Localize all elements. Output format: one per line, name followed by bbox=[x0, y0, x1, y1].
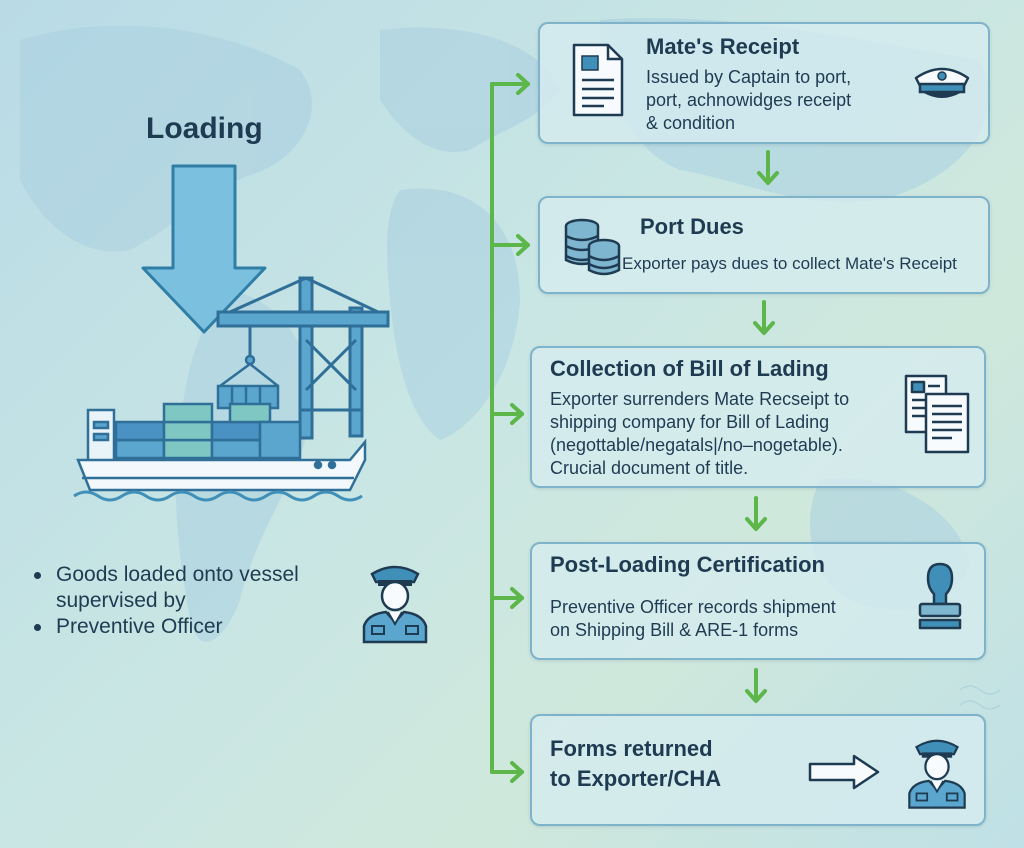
captain-cap-icon bbox=[914, 67, 970, 98]
ship-loading-illustration bbox=[73, 164, 390, 502]
coins-icon bbox=[564, 218, 621, 276]
step-title: Port Dues bbox=[640, 214, 744, 239]
water-waves bbox=[73, 490, 363, 502]
documents-icon bbox=[904, 374, 970, 454]
arrow-right-icon bbox=[808, 754, 880, 790]
step-card-forms-returned: Forms returned to Exporter/CHA bbox=[530, 714, 986, 826]
step-card-post-loading-certification: Post-Loading Certification Preventive Of… bbox=[530, 542, 986, 660]
crane-icon bbox=[216, 276, 390, 440]
bullet-dot-icon bbox=[34, 624, 41, 631]
loading-bullets: Goods loaded onto vessel supervised by P… bbox=[30, 562, 360, 640]
bullet-item: Preventive Officer bbox=[30, 614, 360, 640]
officer-icon bbox=[908, 739, 966, 809]
step-description: Exporter surrenders Mate Recseipt to shi… bbox=[550, 389, 850, 478]
bullet-item: Goods loaded onto vessel bbox=[30, 562, 360, 588]
step-title: Forms returned to Exporter/CHA bbox=[550, 736, 722, 791]
step-description: Issued by Captain to port, port, achnowi… bbox=[646, 67, 852, 133]
step-title: Post-Loading Certification bbox=[550, 552, 825, 577]
step-card-bill-of-lading: Collection of Bill of Lading Exporter su… bbox=[530, 346, 986, 488]
step-title: Collection of Bill of Lading bbox=[550, 356, 829, 381]
step-card-mates-receipt: Mate's Receipt Issued by Captain to port… bbox=[538, 22, 990, 144]
bullet-dot-icon bbox=[34, 572, 41, 579]
down-arrow-icon bbox=[141, 164, 267, 334]
bullet-item-continuation: supervised by bbox=[56, 589, 186, 612]
hanging-container-icon bbox=[216, 354, 280, 410]
step-title: Mate's Receipt bbox=[646, 34, 800, 59]
officer-icon bbox=[362, 565, 428, 644]
document-icon bbox=[572, 43, 624, 117]
step-card-port-dues: Port Dues Exporter pays dues to collect … bbox=[538, 196, 990, 294]
stamp-icon bbox=[918, 562, 962, 630]
cargo-ship-icon bbox=[76, 402, 367, 492]
loading-title: Loading bbox=[146, 112, 263, 145]
step-description: Preventive Officer records shipment on S… bbox=[550, 597, 836, 640]
step-description: Exporter pays dues to collect Mate's Rec… bbox=[622, 254, 957, 273]
